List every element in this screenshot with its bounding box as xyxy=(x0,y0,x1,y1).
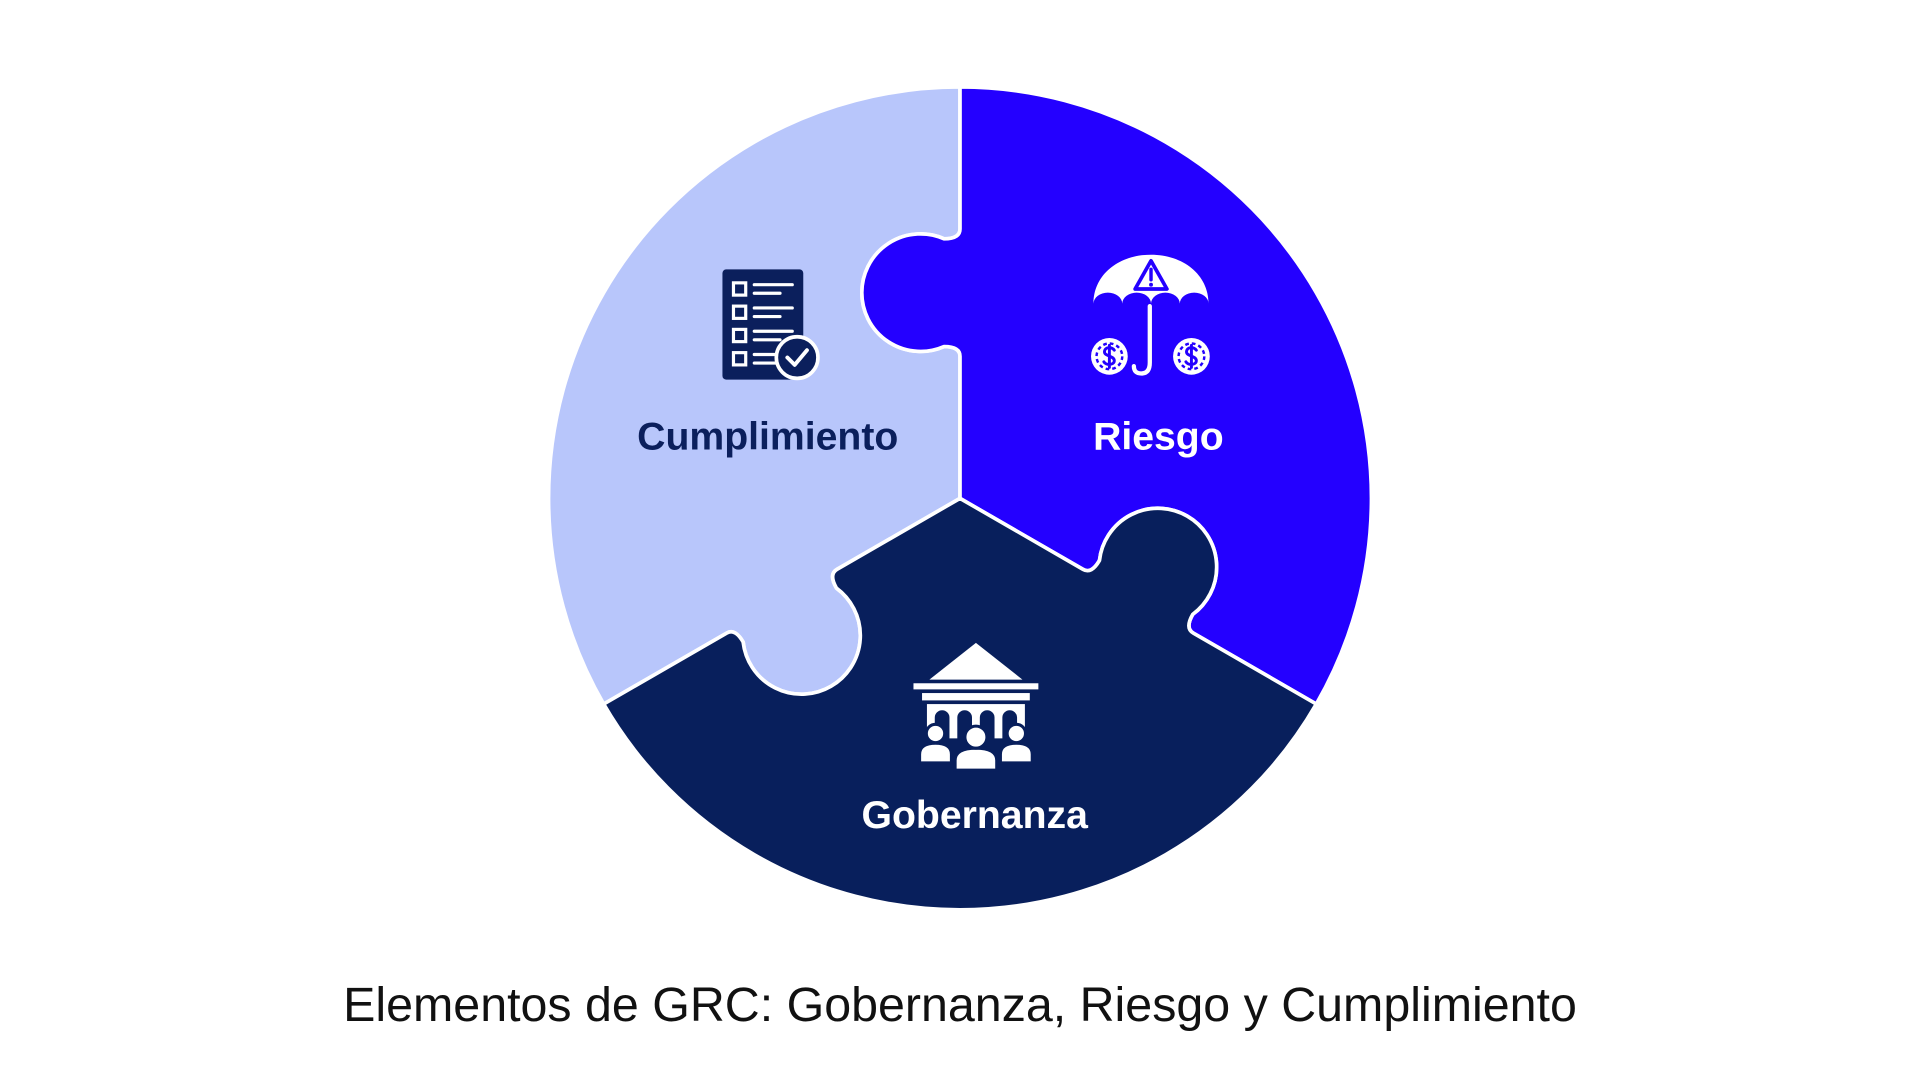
government-building-people-icon xyxy=(913,642,1039,772)
person-icon xyxy=(953,724,999,772)
building-cornice xyxy=(913,683,1039,690)
check-badge xyxy=(774,334,820,381)
building-frieze xyxy=(922,693,1030,701)
person-body xyxy=(998,741,1034,765)
dollar-coin-icon xyxy=(1091,337,1128,375)
coin-ring xyxy=(1095,342,1124,371)
building-roof xyxy=(929,642,1023,680)
person-head xyxy=(1005,722,1028,745)
checkbox-square xyxy=(731,351,748,367)
piece-gobernanza xyxy=(601,496,1319,912)
person-body xyxy=(953,746,999,772)
warning-exclamation-dot xyxy=(1149,282,1153,287)
dollar-sign-icon xyxy=(1102,343,1116,369)
checklist-icon xyxy=(722,269,820,381)
person-icon xyxy=(918,722,953,765)
checklist-rows xyxy=(731,281,794,367)
checkbox-square xyxy=(731,281,748,297)
umbrella-risk-icon xyxy=(1091,254,1210,376)
checkbox-square xyxy=(731,327,748,344)
dollar-sign-icon xyxy=(1184,343,1198,369)
puzzle-circle xyxy=(546,85,1374,912)
label-gobernanza: Gobernanza xyxy=(862,794,1090,837)
person-head xyxy=(924,722,947,745)
label-cumplimiento: Cumplimiento xyxy=(637,415,898,458)
umbrella-handle xyxy=(1131,303,1152,376)
checkmark-icon xyxy=(785,348,809,367)
dollar-coin-icon xyxy=(1173,337,1210,375)
checkbox-square xyxy=(731,304,748,320)
person-icon xyxy=(998,722,1034,765)
person-head xyxy=(963,724,989,750)
label-riesgo: Riesgo xyxy=(1093,415,1224,458)
diagram-caption: Elementos de GRC: Gobernanza, Riesgo y C… xyxy=(343,978,1577,1032)
coin-ring xyxy=(1177,342,1206,371)
person-body xyxy=(918,741,953,765)
